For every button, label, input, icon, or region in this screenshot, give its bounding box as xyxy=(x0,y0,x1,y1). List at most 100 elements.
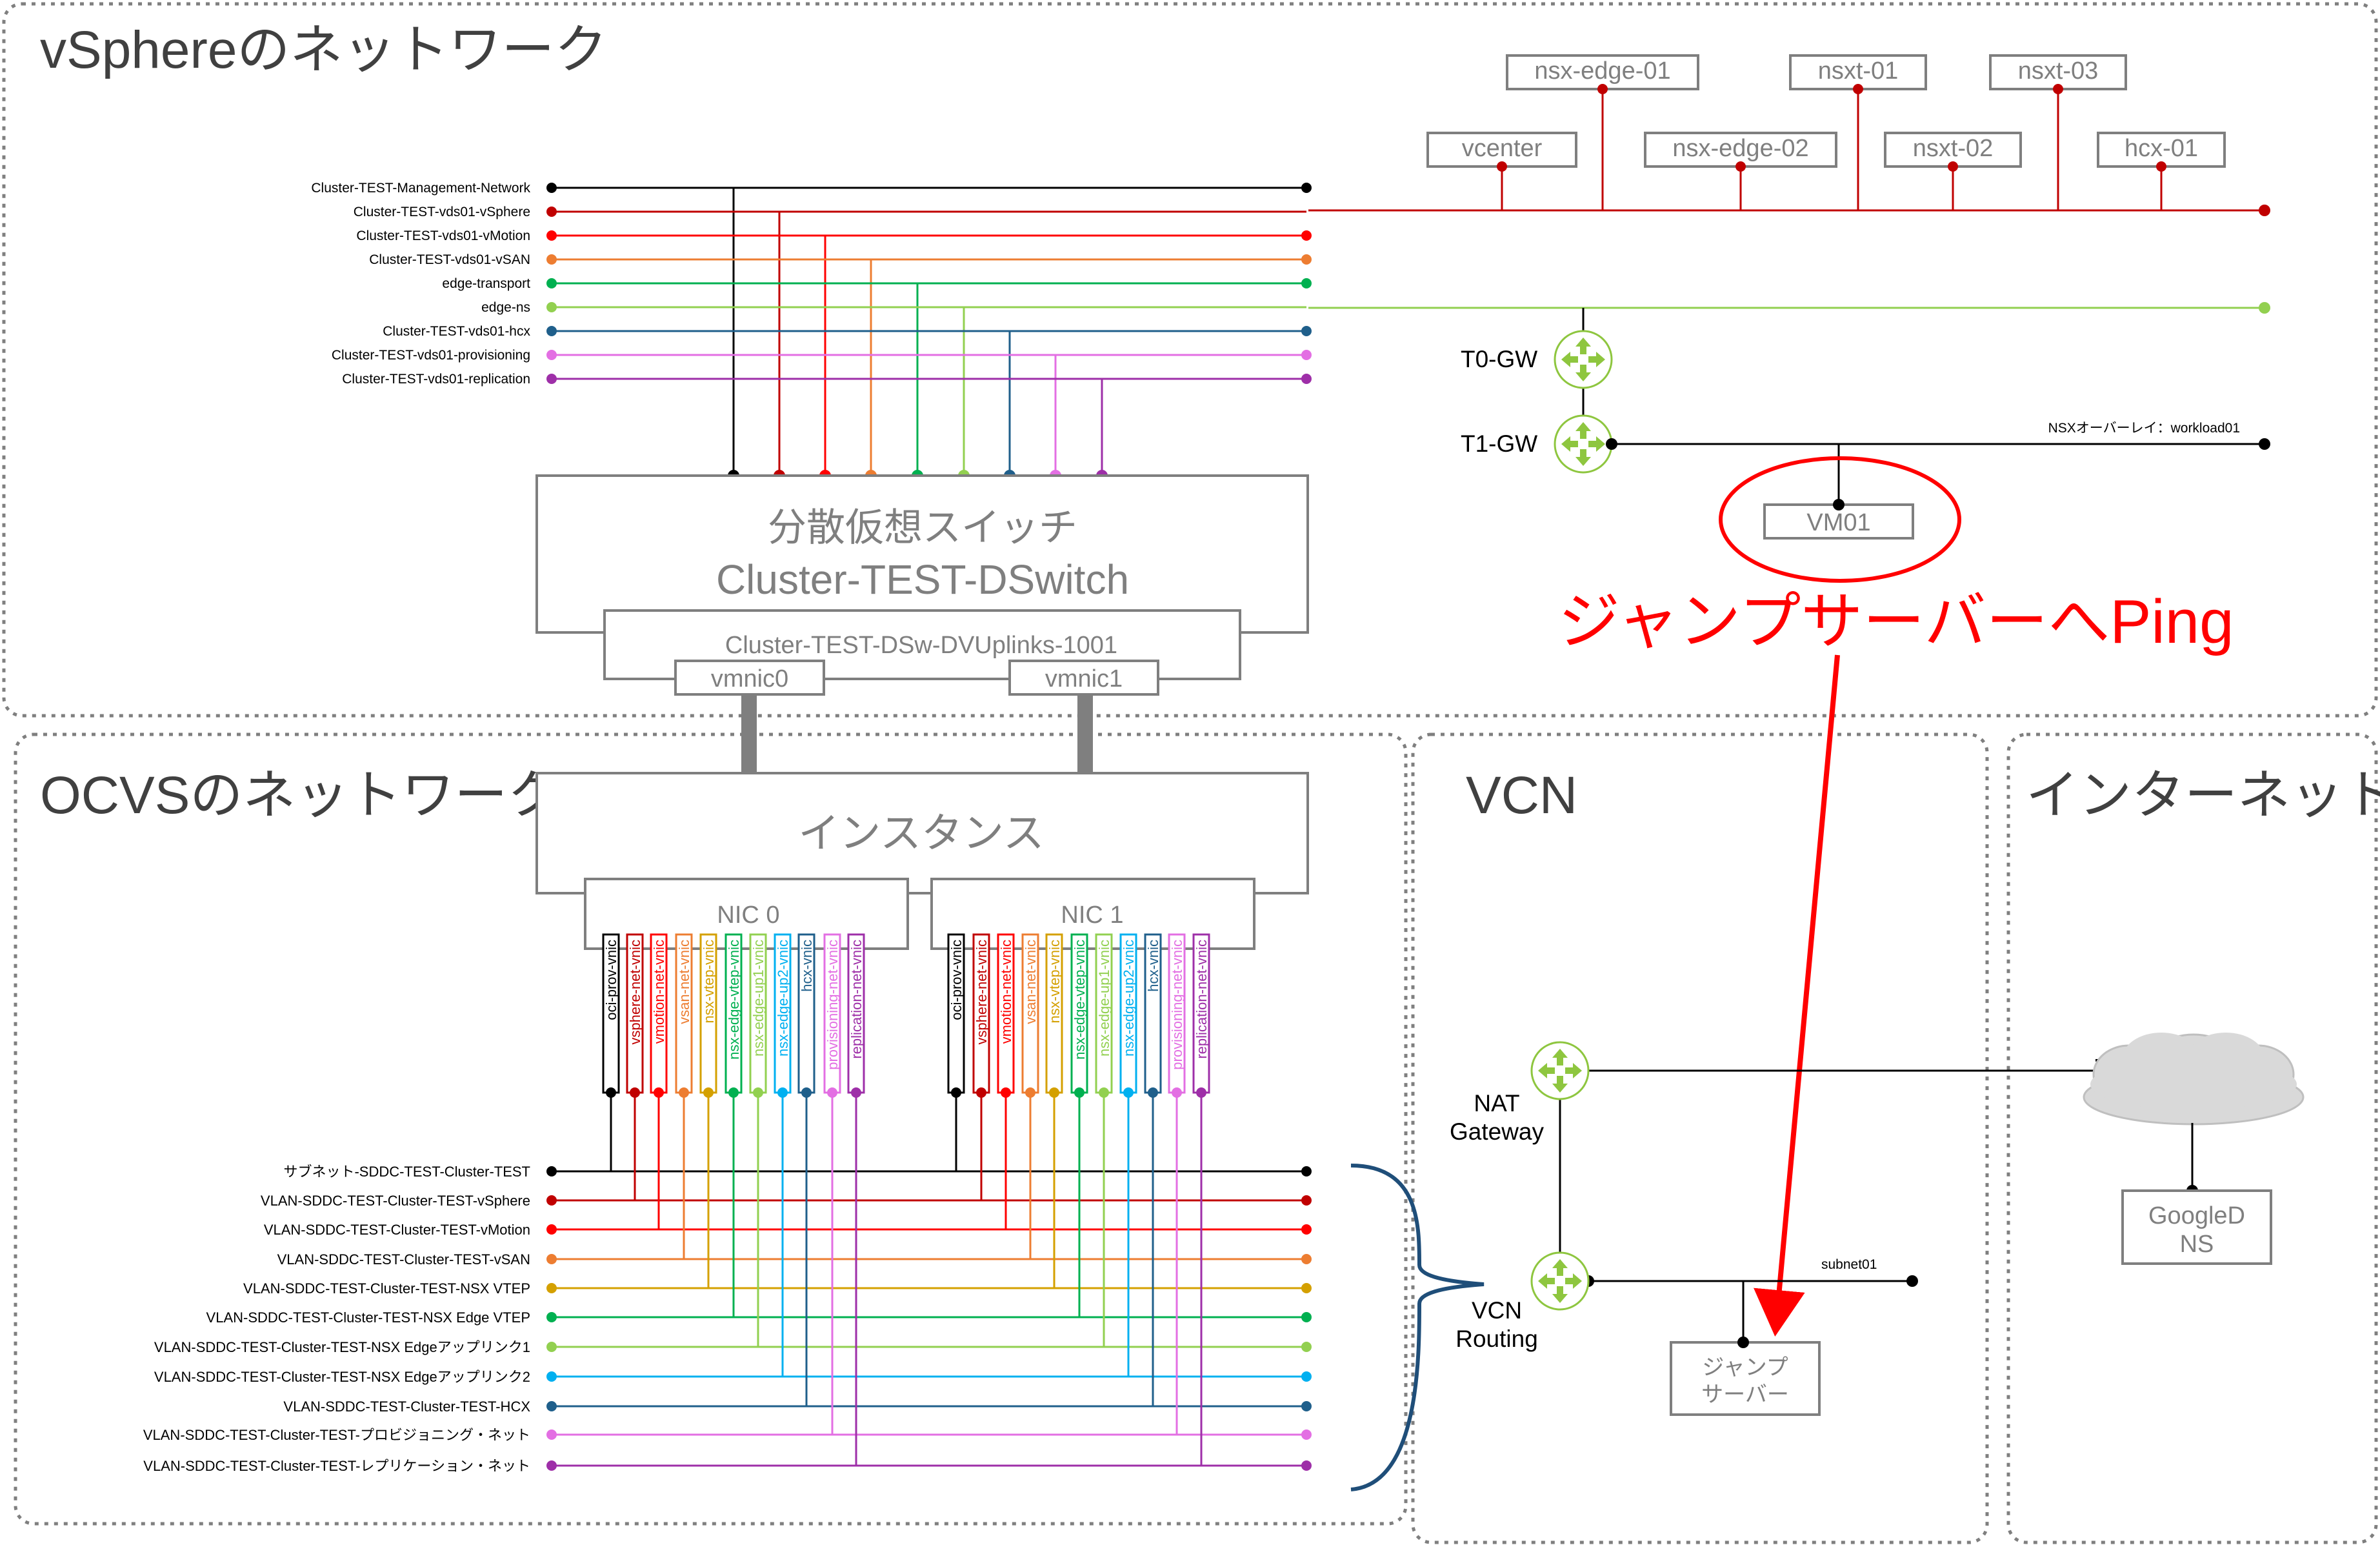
portgroup-end-dot xyxy=(1301,254,1312,265)
vm-box[interactable] xyxy=(1989,54,2127,90)
portgroup-start-dot xyxy=(546,278,557,288)
vnic-label: replication-net-vnic xyxy=(848,940,865,1059)
jump-server-label-1: ジャンプ xyxy=(1702,1355,1788,1380)
vmnic1-label: vmnic1 xyxy=(1045,665,1123,692)
vnic-connect-dot xyxy=(1074,1087,1085,1098)
instance-box xyxy=(535,772,1309,894)
vnic-connect-dot xyxy=(728,1087,739,1098)
vlan-start-dot xyxy=(546,1312,557,1322)
vmnic1-box[interactable] xyxy=(1008,660,1159,696)
vnic-label: nsx-edge-up2-vnic xyxy=(775,940,791,1056)
vnic-box[interactable] xyxy=(650,933,668,1094)
vlan-end-dot xyxy=(1301,1401,1312,1411)
vm-label: nsxt-01 xyxy=(1818,57,1899,85)
jump-server-box[interactable] xyxy=(1670,1341,1821,1416)
vnic-label: nsx-edge-up1-vnic xyxy=(750,940,766,1056)
vlan-start-dot xyxy=(546,1166,557,1176)
vlan-label: VLAN-SDDC-TEST-Cluster-TEST-vMotion xyxy=(264,1222,530,1238)
dswitch-box xyxy=(535,474,1309,634)
vm-label: nsxt-03 xyxy=(2018,57,2099,85)
portgroup-start-dot xyxy=(546,350,557,360)
dswitch-title: 分散仮想スイッチ xyxy=(768,506,1077,549)
vsphere-backbone-end-dot xyxy=(2259,205,2270,216)
portgroup-end-dot xyxy=(1301,350,1312,360)
nat-gateway-label-1: NAT xyxy=(1474,1090,1519,1116)
vnic-box[interactable] xyxy=(997,933,1015,1094)
portgroup-end-dot xyxy=(1301,326,1312,336)
vnic-connect-dot xyxy=(1049,1087,1059,1098)
vcn-section-title: VCN xyxy=(1466,766,1577,825)
internet-cloud-icon xyxy=(2083,1033,2305,1126)
vnic-box[interactable] xyxy=(972,933,990,1094)
jump-server-label-2: サーバー xyxy=(1701,1382,1789,1407)
vmnic0-label: vmnic0 xyxy=(711,665,788,692)
ping-annotation: ジャンプサーバーへPing xyxy=(1558,587,2234,656)
vlan-group-brace xyxy=(1350,1164,1485,1491)
dvuplinks-label: Cluster-TEST-DSw-DVUplinks-1001 xyxy=(725,632,1117,659)
vnic-box[interactable] xyxy=(1144,933,1162,1094)
vlan-label: VLAN-SDDC-TEST-Cluster-TEST-NSX VTEP xyxy=(243,1280,530,1297)
vlan-end-dot xyxy=(1301,1429,1312,1440)
vnic-label: vsphere-net-vnic xyxy=(627,940,643,1045)
t0-router-icon[interactable] xyxy=(1554,330,1613,389)
vnic-box[interactable] xyxy=(823,933,841,1094)
portgroup-end-dot xyxy=(1301,183,1312,193)
portgroup-end-dot xyxy=(1301,374,1312,384)
portgroup-end-dot xyxy=(1301,230,1312,241)
vm-connect-dot xyxy=(1853,84,1863,94)
vnic-connect-dot xyxy=(1148,1087,1158,1098)
portgroup-start-dot xyxy=(546,326,557,336)
vm-box[interactable] xyxy=(1506,54,1699,90)
vnic-connect-dot xyxy=(703,1087,714,1098)
vlan-label: VLAN-SDDC-TEST-Cluster-TEST-vSphere xyxy=(261,1193,530,1209)
subnet01-end-dot xyxy=(1906,1275,1918,1287)
vcn-routing-label-1: VCN xyxy=(1472,1297,1522,1324)
vm-box[interactable] xyxy=(1789,54,1927,90)
vlan-label: VLAN-SDDC-TEST-Cluster-TEST-vSAN xyxy=(277,1251,530,1267)
vnic-connect-dot xyxy=(827,1087,837,1098)
vnic-label: provisioning-net-vnic xyxy=(1169,940,1185,1070)
portgroup-label: Cluster-TEST-Management-Network xyxy=(311,181,530,196)
vlan-start-dot xyxy=(546,1224,557,1235)
subnet01-label: subnet01 xyxy=(1821,1257,1877,1272)
vlan-start-dot xyxy=(546,1401,557,1411)
dswitch-name: Cluster-TEST-DSwitch xyxy=(716,556,1129,603)
vnic-connect-dot xyxy=(606,1087,616,1098)
vnic-connect-dot xyxy=(777,1087,788,1098)
vlan-label: VLAN-SDDC-TEST-Cluster-TEST-NSX Edge VTE… xyxy=(206,1309,530,1326)
vnic-box[interactable] xyxy=(1119,933,1137,1094)
vm01-connect-dot xyxy=(1833,499,1845,510)
vcn-routing-label-2: Routing xyxy=(1455,1326,1538,1352)
vnic-connect-dot xyxy=(753,1087,763,1098)
vm-box[interactable] xyxy=(2097,132,2226,168)
edge-ns-end-dot xyxy=(2259,302,2270,314)
vlan-start-dot xyxy=(546,1254,557,1264)
vnic-box[interactable] xyxy=(1045,933,1063,1094)
portgroup-label: Cluster-TEST-vds01-hcx xyxy=(383,324,530,339)
vm-label: nsx-edge-02 xyxy=(1672,135,1808,162)
vnic-box[interactable] xyxy=(699,933,717,1094)
vcn-routing-icon[interactable] xyxy=(1530,1251,1590,1311)
portgroup-start-dot xyxy=(546,183,557,193)
t1-router-icon[interactable] xyxy=(1554,414,1613,474)
vnic-connect-dot xyxy=(1025,1087,1035,1098)
vnic-box[interactable] xyxy=(797,933,815,1094)
google-dns-box[interactable] xyxy=(2121,1189,2272,1265)
portgroup-label: Cluster-TEST-vds01-vSAN xyxy=(369,252,530,267)
vm-connect-dot xyxy=(1597,84,1608,94)
vm-connect-dot xyxy=(1735,161,1746,172)
vnic-connect-dot xyxy=(851,1087,861,1098)
google-dns-label-2: NS xyxy=(2180,1231,2214,1258)
vlan-label: サブネット-SDDC-TEST-Cluster-TEST xyxy=(283,1164,530,1180)
vm-box[interactable] xyxy=(1644,132,1837,168)
vlan-end-dot xyxy=(1301,1166,1312,1176)
vnic-label: nsx-vtep-vnic xyxy=(701,940,717,1024)
nat-gateway-icon[interactable] xyxy=(1530,1041,1590,1100)
portgroup-label: Cluster-TEST-vds01-replication xyxy=(342,372,530,387)
vnic-box[interactable] xyxy=(675,933,693,1094)
vm-connect-dot xyxy=(2156,161,2166,172)
vsphere-section-title: vSphereのネットワーク xyxy=(40,21,607,79)
vlan-end-dot xyxy=(1301,1195,1312,1206)
vnic-box[interactable] xyxy=(1192,933,1210,1094)
ocvs-section xyxy=(14,732,1408,1526)
